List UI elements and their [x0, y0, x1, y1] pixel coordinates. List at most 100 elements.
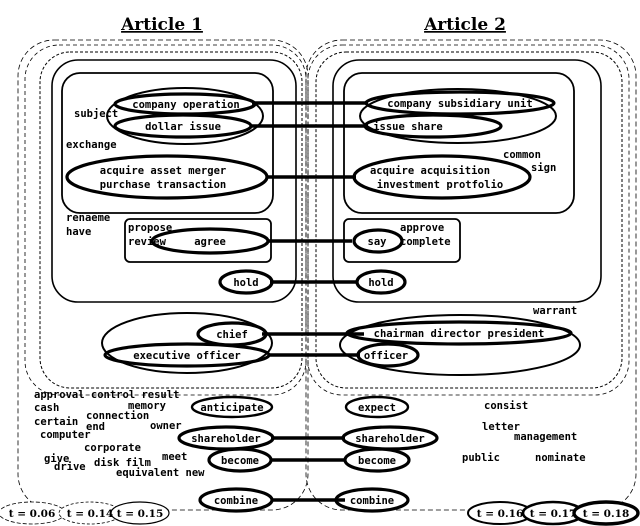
word-complete: complete: [400, 236, 451, 248]
threshold-legend-right: t = 0.16 t = 0.17 t = 0.18: [467, 500, 640, 526]
ellipse-issue-share: [363, 113, 503, 139]
article-2-clusters: [334, 88, 581, 513]
ring-t-015-right: [315, 51, 623, 389]
word-memory: memory: [128, 400, 167, 412]
word-equivalent-new: equivalent new: [116, 467, 205, 479]
word-end: end: [86, 421, 105, 433]
term-agree: agree: [194, 236, 226, 248]
word-approval-control-result: approval control result: [34, 389, 179, 401]
word-subject: subject: [74, 108, 118, 120]
article-1-clusters: [65, 87, 275, 513]
ellipse-executive-officer: [103, 342, 271, 368]
article-2-title: Article 2: [423, 15, 506, 35]
term-become-left: become: [221, 455, 259, 467]
term-shareholder-left: shareholder: [191, 433, 261, 445]
ellipse-expect: [344, 395, 410, 419]
term-purchase-transaction: purchase transaction: [100, 179, 226, 191]
term-shareholder-right: shareholder: [355, 433, 425, 445]
term-anticipate: anticipate: [200, 402, 263, 414]
ellipse-become-right: [343, 447, 411, 473]
ellipse-chairman-director-president: [345, 320, 573, 346]
word-cash: cash: [34, 402, 59, 414]
word-letter: letter: [482, 421, 520, 433]
term-dollar-issue: dollar issue: [145, 121, 221, 133]
term-say: say: [368, 236, 388, 248]
ring-t-016-left: [51, 59, 297, 303]
ellipse-officer: [356, 342, 420, 368]
ellipse-acquire-purchase: [65, 154, 269, 200]
word-public: public: [462, 452, 500, 464]
term-combine-right: combine: [350, 495, 394, 507]
legend-label-t-014: t = 0.14: [67, 508, 114, 520]
ring-t-014-right: [307, 44, 630, 396]
word-common: common: [503, 149, 541, 161]
cross-article-links: [252, 101, 368, 502]
term-company-subsidiary-unit: company subsidiary unit: [387, 98, 532, 110]
term-executive-officer: executive officer: [133, 350, 240, 362]
ellipse-anticipate: [190, 395, 274, 419]
legend-label-t-015: t = 0.15: [117, 508, 164, 520]
legend-label-t-017: t = 0.17: [530, 508, 577, 520]
term-acquire-asset-merger: acquire asset merger: [100, 165, 226, 177]
term-issue-share: issue share: [373, 121, 443, 133]
word-drive: drive: [54, 461, 86, 473]
word-disk-film: disk film: [94, 457, 151, 469]
article-1-threshold-rings: [17, 39, 309, 511]
term-become-right: become: [358, 455, 396, 467]
term-expect: expect: [358, 402, 396, 414]
word-renaeme: renaeme: [66, 212, 110, 224]
article-1-linked-terms: company operation dollar issue acquire a…: [100, 99, 264, 507]
ellipse-become-left: [207, 447, 273, 473]
ellipse-company-subsidiary-unit: [364, 90, 556, 116]
word-owner: owner: [150, 420, 182, 432]
word-connection: connection: [86, 410, 149, 422]
ellipse-combine-right: [334, 487, 410, 513]
word-propose: propose: [128, 222, 172, 234]
word-computer: computer: [40, 429, 91, 441]
term-combine-left: combine: [214, 495, 258, 507]
word-review: review: [128, 236, 167, 248]
word-nominate: nominate: [535, 452, 586, 464]
word-sign: sign: [531, 162, 556, 174]
cluster-company-issue-right: [359, 88, 557, 144]
term-officer: officer: [364, 350, 408, 362]
term-hold-right: hold: [368, 277, 393, 289]
cluster-executive-left: [101, 312, 273, 374]
ring-t-015-left: [39, 51, 303, 389]
term-hold-left: hold: [233, 277, 258, 289]
word-certain: certain: [34, 416, 78, 428]
word-warrant: warrant: [533, 305, 577, 317]
word-management: management: [514, 431, 577, 443]
ellipse-agree: [150, 227, 270, 255]
term-chief: chief: [216, 329, 248, 341]
legend-label-t-018: t = 0.18: [583, 508, 630, 520]
ring-t-006-left: [17, 39, 309, 511]
word-meet: meet: [162, 451, 187, 463]
cluster-chairman-right: [339, 314, 581, 376]
article-1-title: Article 1: [120, 15, 203, 35]
term-acquire-acquisition: acquire acquisition: [370, 165, 490, 177]
ellipse-hold-right: [355, 269, 407, 295]
ellipse-hold-left: [218, 269, 274, 295]
word-give: give: [44, 453, 69, 465]
word-consist: consist: [484, 400, 528, 412]
box-t-017-left: [61, 72, 274, 214]
term-chairman-director-president: chairman director president: [374, 328, 545, 340]
term-company-operation: company operation: [132, 99, 239, 111]
word-approve: approve: [400, 222, 444, 234]
ellipse-say: [352, 228, 404, 254]
legend-ellipse-t-018: [572, 500, 640, 526]
threshold-legend-left: t = 0.06 t = 0.14 t = 0.15: [0, 501, 170, 525]
legend-label-t-016: t = 0.16: [477, 508, 524, 520]
term-investment-protfolio: investment protfolio: [377, 179, 503, 191]
word-exchange: exchange: [66, 139, 117, 151]
cluster-subject-issue-left: [106, 87, 264, 145]
word-corporate: corporate: [84, 442, 141, 454]
ring-t-016-right: [332, 59, 602, 303]
word-have: have: [66, 226, 91, 238]
ellipse-combine-left: [198, 487, 274, 513]
article-2-linked-terms: company subsidiary unit issue share acqu…: [350, 98, 544, 507]
legend-label-t-006: t = 0.06: [9, 508, 56, 520]
ellipse-acquire-acquisition: [352, 154, 532, 200]
